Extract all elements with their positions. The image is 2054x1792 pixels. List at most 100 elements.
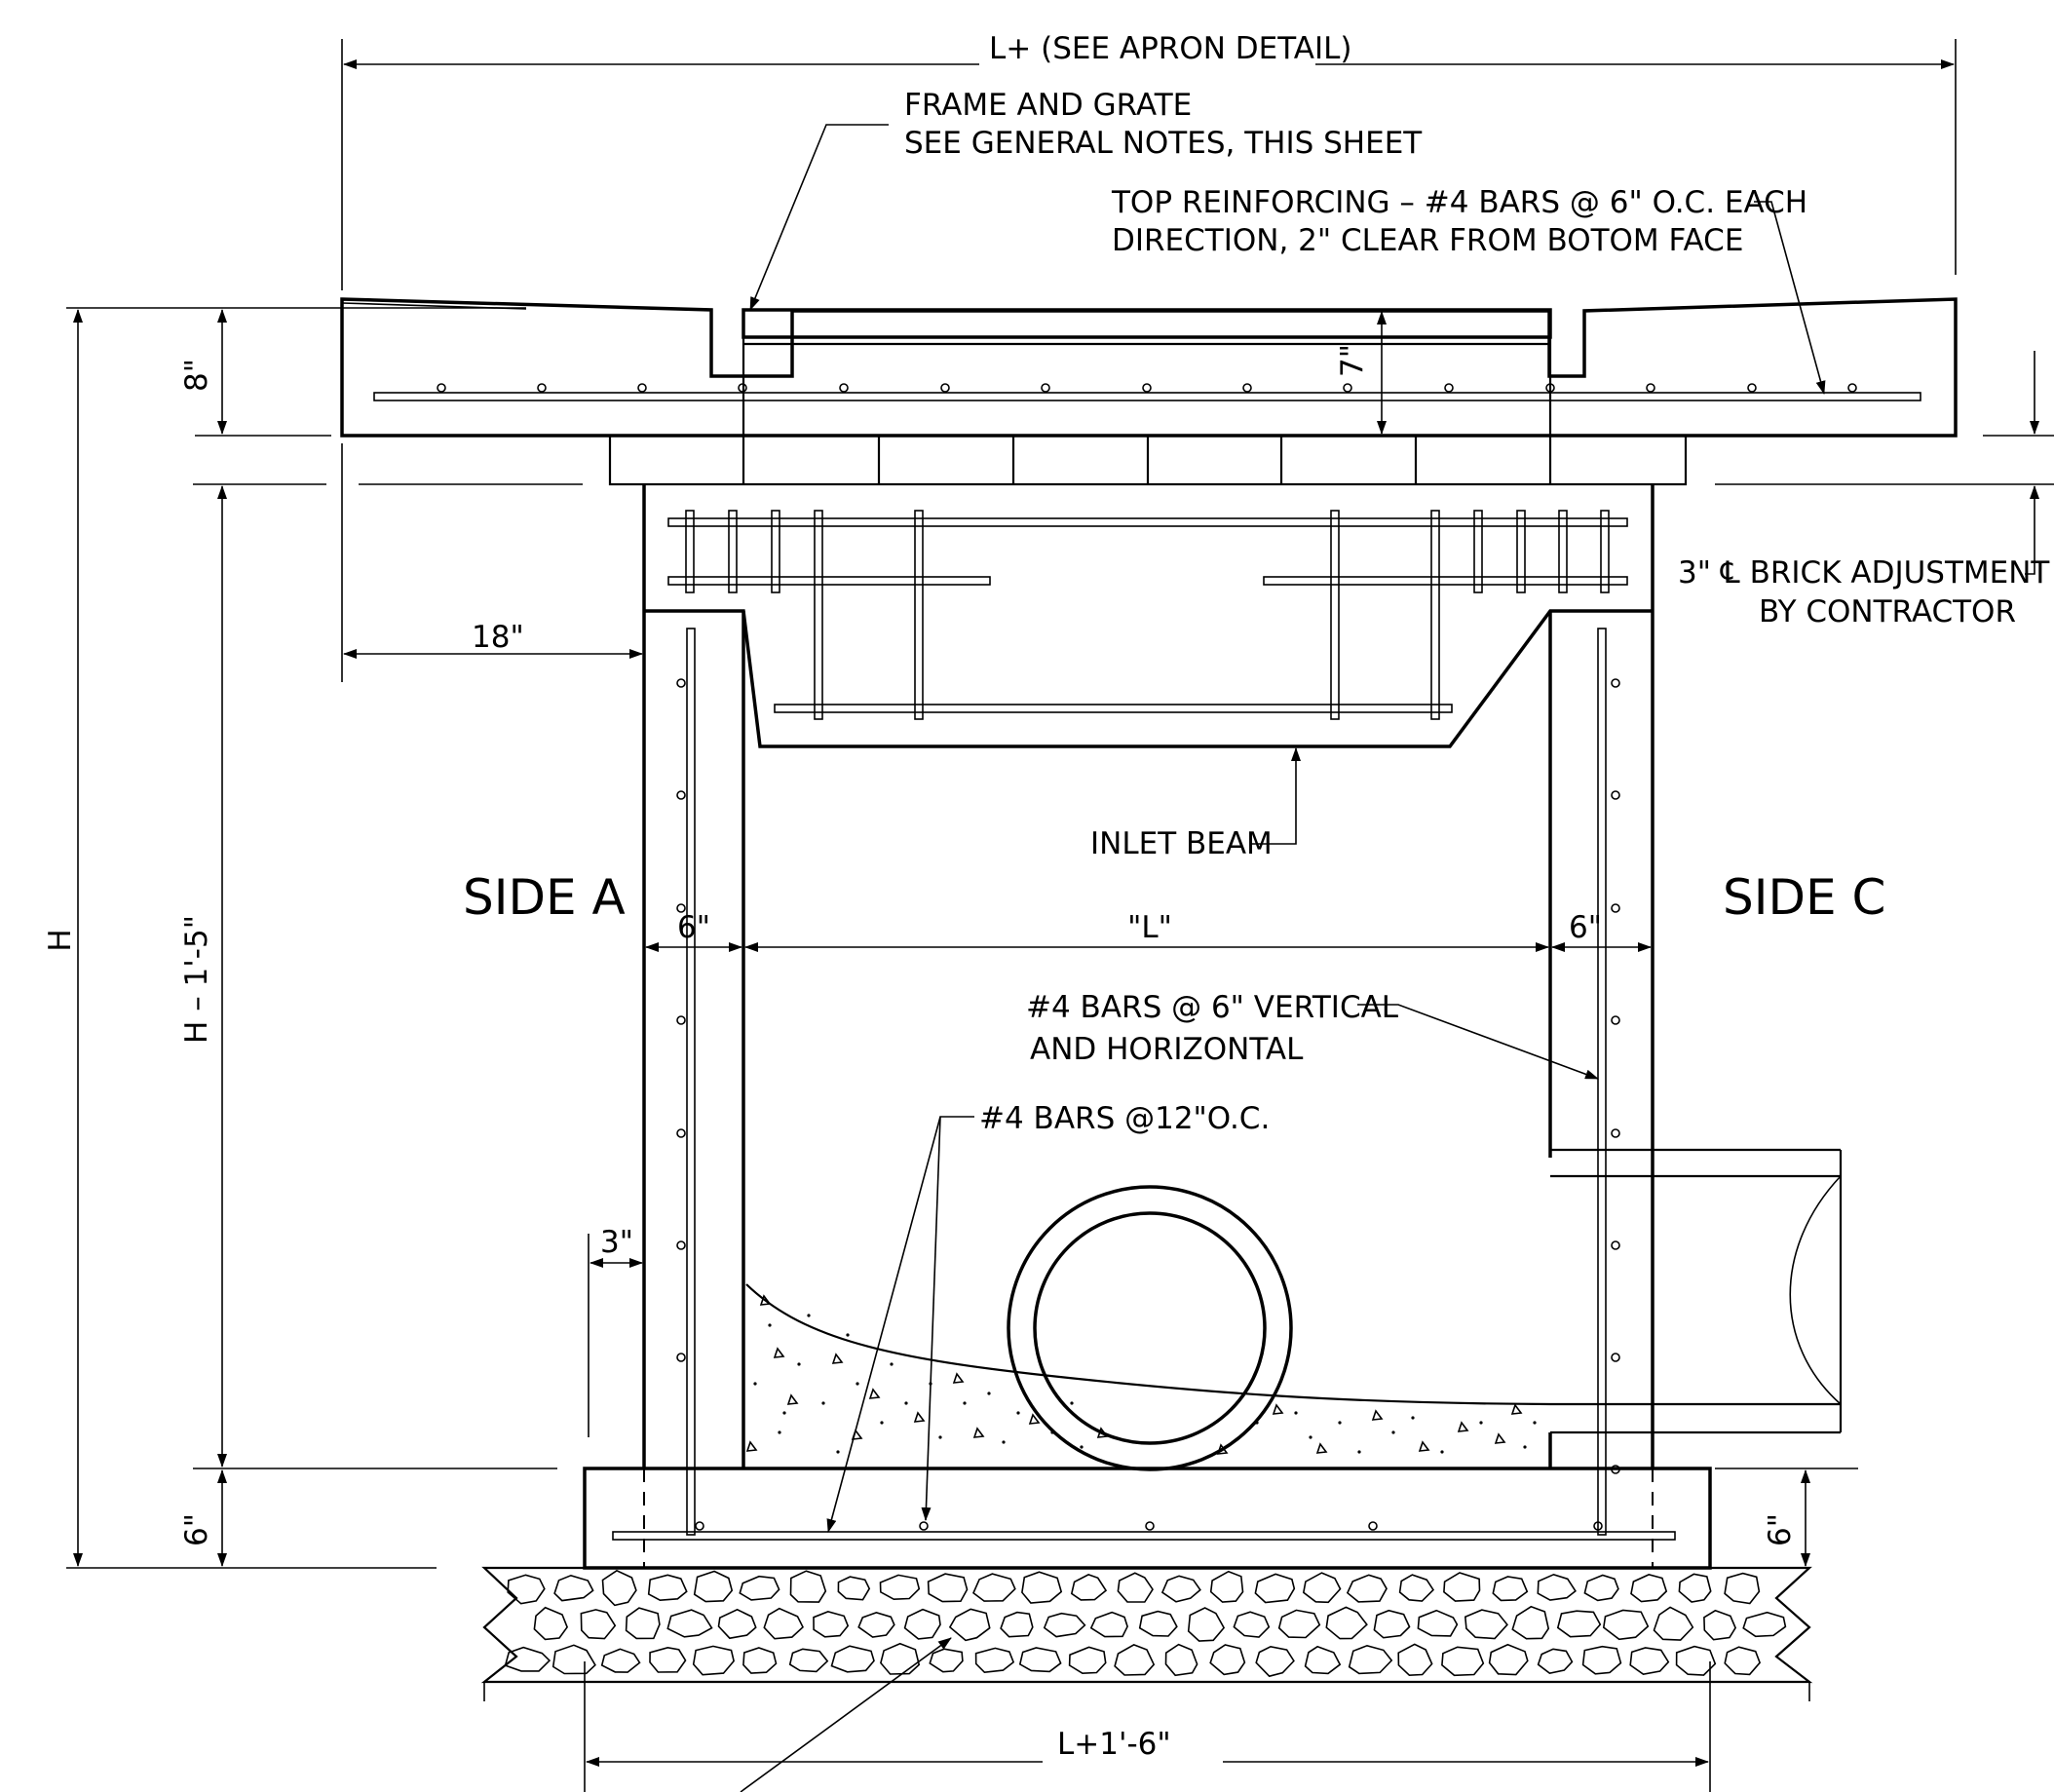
- gravel-stone: [625, 1607, 661, 1640]
- top-dim-label: L+ (SEE APRON DETAIL): [989, 31, 1351, 66]
- gravel-stone: [1138, 1610, 1178, 1637]
- gravel-stone: [1164, 1643, 1198, 1677]
- brick-adjustment: 3" ℄ BRICK ADJUSTMENT BY CONTRACTOR: [193, 351, 2054, 629]
- gravel-stone: [1398, 1574, 1435, 1602]
- gravel-stone: [504, 1646, 552, 1672]
- gravel-stone: [929, 1648, 964, 1673]
- inlet-beam: [644, 510, 1653, 748]
- top-reinf-label-1: TOP REINFORCING – #4 BARS @ 6" O.C. EACH: [1111, 185, 1807, 220]
- dim-L-label: "L": [1127, 910, 1172, 945]
- dim-6-right-label: 6": [1569, 910, 1602, 945]
- dim-6-left-label: 6": [677, 910, 710, 945]
- gravel-stone: [739, 1575, 780, 1601]
- gravel-stone: [837, 1576, 871, 1601]
- bars-vertical-callout: #4 BARS @ 6" VERTICAL AND HORIZONTAL: [1026, 990, 1599, 1080]
- gravel-stone: [1678, 1573, 1712, 1603]
- top-reinf-label-2: DIRECTION, 2" CLEAR FROM BOTOM FACE: [1112, 223, 1743, 258]
- bars-12-label: #4 BARS @12"O.C.: [979, 1101, 1270, 1136]
- gravel-stone: [763, 1607, 804, 1640]
- box-walls: [642, 484, 1655, 1536]
- frame-grate-label-2: SEE GENERAL NOTES, THIS SHEET: [904, 126, 1423, 161]
- gravel-stone: [600, 1648, 641, 1673]
- gravel-stone: [693, 1570, 734, 1603]
- dim-6-base-left-label: 6": [179, 1513, 214, 1546]
- dim-6-base: 6" 6": [179, 1468, 1858, 1567]
- outlet-pipe: [1550, 1148, 1843, 1434]
- gravel-stone: [1630, 1574, 1668, 1603]
- gravel-stone: [927, 1573, 969, 1603]
- gravel-stone: [813, 1611, 850, 1638]
- gravel-stone: [1255, 1645, 1295, 1678]
- gravel-stone: [1511, 1605, 1550, 1640]
- gravel-stone: [1556, 1610, 1602, 1638]
- gravel-stone: [789, 1570, 827, 1603]
- dim-18: 18": [341, 443, 643, 682]
- dim-H-label: H: [43, 929, 78, 951]
- gravel-stone: [1302, 1572, 1342, 1604]
- gravel-stone: [1373, 1609, 1411, 1639]
- gravel-stone: [788, 1648, 829, 1673]
- gravel-stone: [649, 1646, 687, 1673]
- dim-H-minus-label: H – 1'-5": [179, 915, 214, 1044]
- gravel-stone: [553, 1574, 594, 1602]
- gravel-stone: [742, 1647, 778, 1674]
- gravel-stone: [533, 1606, 569, 1641]
- bars-vert-label-1: #4 BARS @ 6" VERTICAL: [1026, 990, 1399, 1025]
- gravel-stone: [948, 1608, 991, 1642]
- gravel-stone: [1089, 1611, 1128, 1638]
- gravel-stone: [1070, 1574, 1108, 1601]
- top-reinforcing-callout: TOP REINFORCING – #4 BARS @ 6" O.C. EACH…: [1111, 185, 1826, 395]
- gravel-stone: [1277, 1609, 1321, 1639]
- dim-18-label: 18": [472, 620, 524, 655]
- dim-3-label: 3": [600, 1225, 633, 1260]
- dim-3: 3": [588, 1225, 643, 1437]
- pipe: [1007, 1185, 1293, 1471]
- dim-7-label: 7": [1335, 344, 1370, 377]
- gravel-stone: [1160, 1575, 1201, 1603]
- gravel-stone: [1117, 1572, 1154, 1603]
- gravel-stone: [1397, 1643, 1433, 1677]
- dim-H: H: [43, 309, 437, 1569]
- dim-8-label: 8": [179, 359, 214, 392]
- gravel-stone: [1000, 1611, 1034, 1638]
- gravel-stone: [879, 1574, 921, 1601]
- gravel-stone: [1348, 1644, 1393, 1675]
- gravel-stone: [1583, 1574, 1619, 1602]
- gravel-stone: [1653, 1606, 1694, 1641]
- gravel-stone: [1417, 1609, 1459, 1637]
- inlet-beam-callout: INLET BEAM: [1090, 747, 1301, 861]
- gravel-stone: [1043, 1612, 1086, 1638]
- gravel-stone: [1492, 1576, 1529, 1602]
- brick-label-1: 3" ℄ BRICK ADJUSTMENT: [1678, 555, 2050, 591]
- dim-7: 7": [1335, 311, 1387, 435]
- base-slab: [583, 1467, 1712, 1570]
- gravel-stone: [1325, 1606, 1368, 1640]
- concrete-fill: [745, 1283, 1551, 1455]
- dim-H-minus: H – 1'-5": [179, 485, 557, 1469]
- gravel-stone: [1209, 1644, 1246, 1676]
- gravel-stone: [580, 1609, 617, 1640]
- gravel-stone: [692, 1645, 735, 1676]
- side-c-label: SIDE C: [1723, 869, 1885, 926]
- gravel-stone: [1233, 1611, 1271, 1638]
- gravel-stone: [647, 1574, 688, 1602]
- gravel-stone: [1602, 1609, 1650, 1641]
- side-a-label: SIDE A: [463, 869, 626, 926]
- bars-12-callout: #4 BARS @12"O.C.: [826, 1101, 1270, 1533]
- gravel-stone: [1464, 1609, 1508, 1640]
- gravel-stone: [507, 1574, 546, 1605]
- gravel-bed: [480, 1566, 1813, 1684]
- bottom-dimension: L+1'-6": [483, 1637, 1810, 1792]
- gravel-stone: [1537, 1648, 1574, 1674]
- bottom-dim-label: L+1'-6": [1057, 1727, 1171, 1762]
- gravel-stone: [1304, 1645, 1342, 1675]
- gravel-stone: [1068, 1646, 1107, 1675]
- gravel-stone: [1581, 1645, 1622, 1675]
- gravel-stone: [1443, 1572, 1481, 1602]
- gravel-stone: [1675, 1645, 1717, 1676]
- gravel-stone: [1346, 1574, 1388, 1603]
- gravel-stone: [1018, 1647, 1062, 1673]
- bars-vert-label-2: AND HORIZONTAL: [1030, 1032, 1304, 1067]
- gravel-stone: [1209, 1570, 1244, 1603]
